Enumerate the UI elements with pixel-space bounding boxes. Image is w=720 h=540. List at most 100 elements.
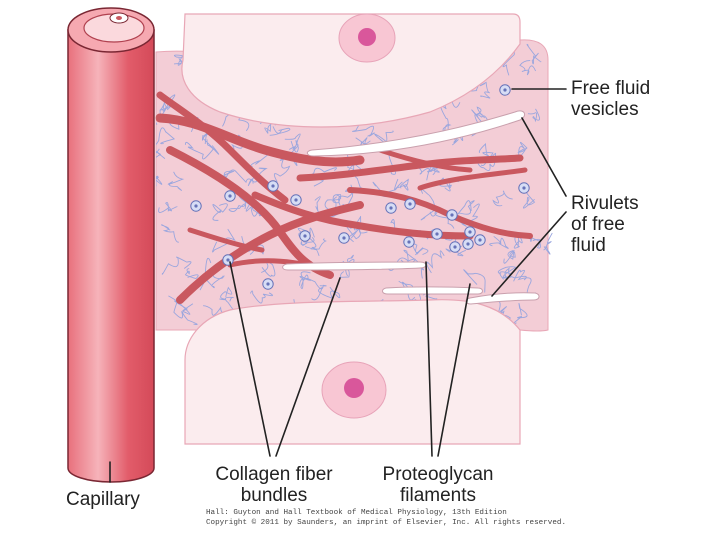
proteoglycan-filament: [269, 126, 291, 136]
proteoglycan-filament: [492, 190, 513, 207]
proteoglycan-filament: [158, 201, 178, 213]
rivulets-of-free-fluid: [282, 110, 540, 305]
label-line: fluid: [571, 235, 606, 256]
proteoglycan-filament: [457, 200, 475, 215]
fluid-vesicle-core: [294, 198, 298, 202]
label-line: vesicles: [571, 99, 639, 120]
proteoglycan-filament: [511, 302, 528, 326]
proteoglycan-filament: [503, 250, 516, 264]
fluid-vesicle-core: [450, 213, 454, 217]
leader-rivulet-2: [491, 211, 567, 297]
proteoglycan-filament: [527, 108, 540, 123]
fluid-vesicle-core: [453, 245, 457, 249]
capillary: [67, 7, 155, 483]
fluid-vesicle-core: [389, 206, 393, 210]
fluid-vesicle-core: [478, 238, 482, 242]
proteoglycan-filament: [426, 166, 440, 181]
rivulet-lower: [382, 286, 483, 295]
proteoglycan-filament: [526, 43, 542, 65]
fluid-vesicle-core: [303, 234, 307, 238]
fluid-vesicle-core: [466, 242, 470, 246]
proteoglycan-filament: [471, 106, 485, 124]
proteoglycan-filament: [543, 232, 553, 255]
label-line: Collagen fiber: [215, 464, 333, 485]
label-collagen-fiber-bundles: Collagen fiber bundles: [200, 464, 348, 506]
capillary-body: [67, 29, 155, 483]
fluid-vesicle-core: [194, 204, 198, 208]
upper-cell-nucleolus: [358, 28, 376, 46]
proteoglycan-filament: [412, 243, 429, 256]
proteoglycan-filament: [161, 224, 179, 243]
free-fluid-vesicles: [190, 84, 530, 290]
proteoglycan-filament: [184, 141, 220, 160]
leader-collagen-2: [275, 277, 341, 457]
fluid-vesicle-core: [522, 186, 526, 190]
label-proteoglycan-filaments: Proteoglycan filaments: [368, 464, 508, 506]
proteoglycan-filament: [414, 287, 438, 302]
upper-cell: [181, 13, 521, 128]
proteoglycan-filament: [284, 133, 301, 150]
label-line: Proteoglycan: [382, 464, 494, 485]
label-capillary: Capillary: [66, 489, 140, 510]
credit-line: Copyright © 2011 by Saunders, an imprint…: [206, 519, 567, 527]
proteoglycan-filament: [420, 189, 437, 221]
leader-proteo-2: [437, 283, 471, 457]
proteoglycan-filament: [299, 276, 327, 290]
proteoglycan-filament: [156, 127, 176, 150]
proteoglycan-filament: [167, 171, 185, 191]
fluid-vesicle-core: [435, 232, 439, 236]
fluid-vesicle-core: [468, 230, 472, 234]
leader-proteo-1: [425, 261, 433, 457]
leader-rivulet-1: [521, 117, 567, 197]
proteoglycan-filament: [519, 60, 537, 76]
proteoglycan-filament: [219, 286, 233, 301]
rivulet-upper: [306, 110, 526, 157]
proteoglycan-filament: [372, 178, 400, 198]
copyright-credit: Hall: Guyton and Hall Textbook of Medica…: [206, 508, 566, 528]
label-line: Rivulets: [571, 193, 639, 214]
leader-collagen-1: [229, 261, 271, 457]
proteoglycan-filament: [374, 130, 394, 145]
proteoglycan-filament: [502, 266, 527, 281]
proteoglycan-filament: [463, 269, 486, 293]
fluid-vesicle-core: [408, 202, 412, 206]
proteoglycan-filament: [517, 141, 528, 158]
proteoglycan-filament: [479, 81, 491, 99]
fluid-vesicle-core: [503, 88, 507, 92]
proteoglycan-filament: [273, 153, 295, 183]
label-line: of free: [571, 214, 625, 235]
proteoglycan-filament: [489, 235, 509, 249]
fluid-vesicle-core: [226, 258, 230, 262]
label-rivulets: Rivulets of free fluid: [571, 193, 639, 256]
fluid-vesicle-core: [407, 240, 411, 244]
fluid-vesicle-core: [228, 194, 232, 198]
label-line: Free fluid: [571, 78, 651, 99]
proteoglycan-filament: [249, 290, 273, 304]
proteoglycan-filament: [225, 169, 259, 184]
label-line: bundles: [240, 485, 308, 506]
label-line: filaments: [399, 485, 477, 506]
capillary-lumen-cell-core: [116, 16, 122, 20]
proteoglycan-filament: [299, 271, 311, 290]
rivulet-right: [465, 292, 540, 305]
proteoglycan-filament: [184, 268, 199, 280]
rivulet-middle: [282, 261, 427, 271]
leader-lines: [109, 88, 567, 483]
proteoglycan-filament: [228, 194, 247, 213]
fluid-vesicle-core: [266, 282, 270, 286]
label-free-fluid-vesicles: Free fluid vesicles: [571, 78, 650, 120]
fluid-vesicle-core: [342, 236, 346, 240]
proteoglycan-filament: [261, 261, 276, 277]
fluid-vesicle-core: [271, 184, 275, 188]
proteoglycan-filament: [312, 167, 337, 187]
lower-cell-nucleolus: [344, 378, 364, 398]
proteoglycan-filament: [440, 100, 461, 130]
credit-line: Hall: Guyton and Hall Textbook of Medica…: [206, 509, 507, 517]
proteoglycan-filament: [161, 256, 192, 275]
proteoglycan-filament: [523, 191, 536, 209]
proteoglycan-filament: [476, 152, 497, 171]
proteoglycan-filament: [397, 178, 409, 191]
proteoglycan-filament: [212, 203, 228, 221]
proteoglycan-filament: [400, 249, 424, 279]
